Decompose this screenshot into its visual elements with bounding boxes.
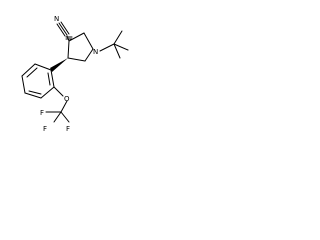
benzene-bond-6 (50, 69, 55, 88)
fluorine-label-2: F (66, 125, 70, 133)
benzene-bond-1 (34, 63, 52, 71)
ring-bond-c3-c2 (68, 32, 85, 42)
ring-nitrogen-label: N (93, 48, 98, 56)
nitrile-nitrogen-label: N (54, 15, 59, 23)
benzene-inner-1 (26, 67, 38, 78)
nitrile-triple-bond-1 (58, 22, 68, 36)
aryl-wedge-bond (50, 58, 68, 72)
ring-bond-n1-c5 (84, 48, 94, 62)
ether-oxygen-label: O (64, 95, 70, 103)
benzene-bond-4 (24, 92, 42, 99)
benzene-inner-2 (28, 90, 42, 95)
benzene-inner-3 (47, 72, 51, 86)
bond-oxygen-cf3 (60, 100, 68, 113)
tbu-methyl-3 (113, 43, 121, 59)
tbu-methyl-2 (113, 43, 129, 51)
fluorine-label-3: F (40, 109, 44, 117)
ring-bond-c5-c4 (67, 57, 86, 62)
chemical-structure-diagram: N N O F F F (0, 0, 152, 152)
bond-cf3-f2 (60, 111, 70, 123)
benzene-bond-3 (21, 75, 26, 94)
fluorine-label-1: F (43, 125, 47, 133)
nitrile-triple-bond-3 (56, 23, 66, 37)
background (0, 0, 152, 152)
bond-cf3-f1 (53, 111, 62, 123)
benzene-bond-5 (40, 86, 55, 99)
molecule-structure-canvas: N N O F F F (0, 0, 152, 152)
tbu-methyl-1 (113, 30, 123, 45)
ring-bond-c2-n1 (83, 32, 94, 50)
bond-n1-tbu (99, 43, 115, 52)
benzene-bond-2 (21, 63, 36, 77)
nitrile-triple-bond-2 (60, 21, 70, 35)
bond-aryl-oxygen (53, 86, 64, 97)
ring-bond-c4-c3 (67, 40, 70, 59)
